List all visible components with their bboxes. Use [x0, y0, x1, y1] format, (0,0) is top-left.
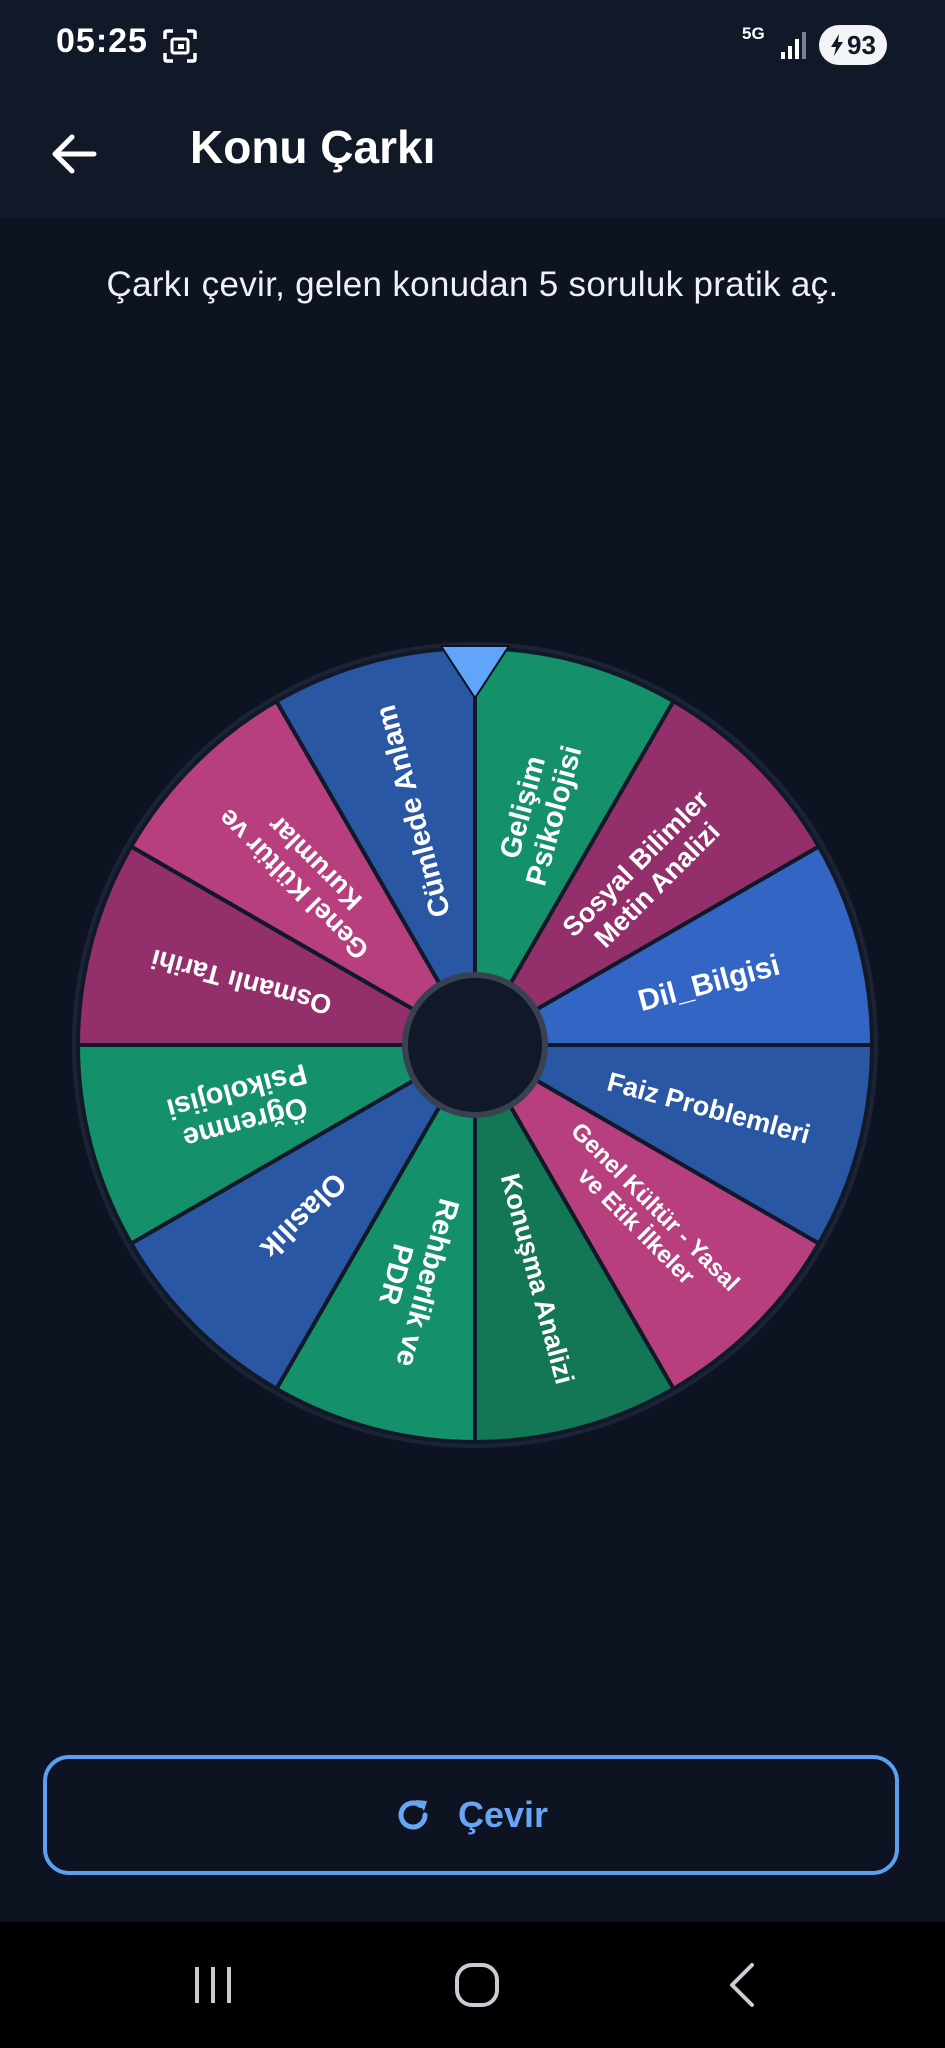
system-nav-bar: [0, 1922, 945, 2048]
signal-icon: [781, 32, 806, 59]
wheel-segment-genel-kultur-ve-kurumlar: [128, 698, 481, 1051]
battery-indicator: 93: [819, 25, 887, 65]
wheel-segment-rehberlik-ve-pdr: [273, 1037, 477, 1445]
battery-charging-icon: [831, 34, 844, 56]
wheel-segment-dil-bilgisi: [467, 843, 875, 1047]
recents-button[interactable]: [168, 1950, 258, 2020]
recents-icon: [195, 1967, 231, 2003]
home-icon: [455, 1963, 499, 2007]
back-button[interactable]: [34, 114, 114, 194]
instruction-text: Çarkı çevir, gelen konudan 5 soruluk pra…: [106, 265, 839, 304]
app-bar: Konu Çarkı: [0, 96, 945, 218]
wheel-segment-ogrenme-psikolojisi: [75, 1043, 483, 1247]
network-5g-label: 5G: [742, 24, 765, 43]
spin-button-label: Çevir: [457, 1794, 549, 1835]
status-time: 05:25: [56, 22, 148, 60]
wheel-segment-osmanli-tarihi: [75, 843, 483, 1047]
wheel-segment-konusma-analizi: [473, 1037, 677, 1445]
wheel-segment-sosyal-bilimler-metin-analizi: [469, 698, 822, 1051]
system-back-button[interactable]: [697, 1950, 787, 2020]
wheel-segments: [75, 645, 875, 1445]
page-title: Konu Çarkı: [190, 121, 436, 173]
spin-button[interactable]: Çevir: [43, 1755, 899, 1875]
wheel-segment-faiz-problemleri: [467, 1043, 875, 1247]
battery-level: 93: [847, 29, 876, 60]
home-button[interactable]: [432, 1950, 522, 2020]
wheel-segment-genel-kultur-yasal-ve-etik-ilkeler: [469, 1039, 822, 1392]
wheel-pointer: [439, 645, 511, 700]
back-icon: [730, 1963, 754, 2007]
wheel-segment-olasilik: [128, 1039, 481, 1392]
screenshot-icon: [163, 29, 197, 63]
arrow-left-icon: [52, 134, 97, 174]
status-bar: 05:25 5G 93: [0, 0, 945, 96]
wheel-hub: [402, 972, 548, 1118]
refresh-icon: [398, 1800, 428, 1830]
